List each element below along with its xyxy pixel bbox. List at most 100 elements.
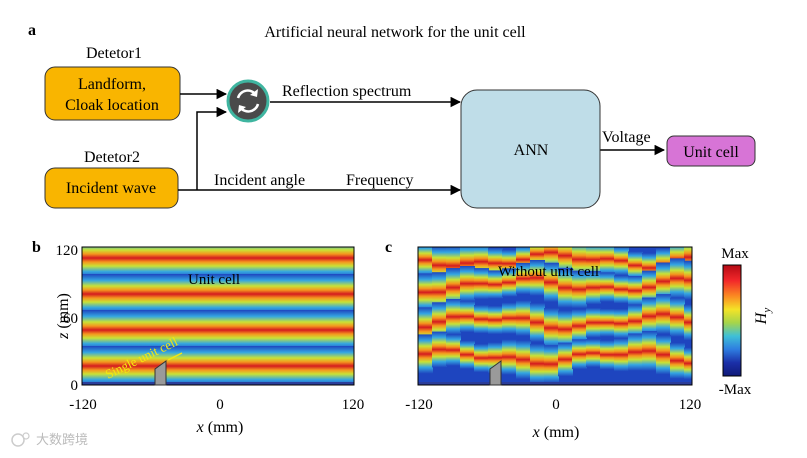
- panel-c-field-band: [418, 247, 433, 277]
- panel-c-field-band: [684, 304, 692, 341]
- panel-b-x-axis-label: x (mm): [196, 419, 244, 436]
- panel-c-field-band: [684, 260, 692, 300]
- panel-c-field-band: [530, 343, 545, 384]
- panel-c-field-band: [586, 339, 601, 368]
- detector1-label: Detetor1: [86, 45, 142, 62]
- panel-c-field-band: [446, 268, 461, 308]
- panel-c-field-band: [418, 334, 433, 374]
- panel-c-field-band: [474, 268, 489, 300]
- ann-box: [460, 89, 601, 209]
- panel-c-field-band: [446, 334, 461, 366]
- panel-c-field-band: [502, 268, 517, 297]
- panel-b-x-tick-120: 120: [342, 397, 365, 413]
- panel-b-field-band: [82, 247, 354, 278]
- panel-c-x-axis-label: x (mm): [532, 424, 580, 441]
- panel-c-field-band: [670, 342, 685, 379]
- detector2-box: [44, 167, 179, 209]
- panel-c-field-band: [530, 302, 545, 342]
- panel-c-field-band: [446, 299, 461, 335]
- watermark: 大数跨境: [36, 432, 88, 447]
- panel-c-field-band: [656, 294, 671, 334]
- panel-c-field-band: [600, 272, 615, 302]
- panel-c-field-band: [572, 270, 587, 309]
- panel-a-title: Artificial neural network for the unit c…: [264, 24, 526, 41]
- panel-c-field-band: [516, 262, 531, 295]
- colorbar-max-label: Max: [721, 246, 749, 262]
- z-tick-0: 0: [71, 378, 79, 394]
- panel-c-field-band: [558, 310, 573, 349]
- panel-c-field-band: [502, 339, 517, 375]
- panel-c-field-band: [600, 308, 615, 337]
- panel-c-field-band: [586, 307, 601, 338]
- colorbar-field-label: Hy: [753, 308, 773, 326]
- panel-c-field-band: [642, 297, 657, 336]
- panel-b-field-annotation: Unit cell: [188, 272, 240, 288]
- detector2-label: Detetor2: [84, 149, 140, 166]
- panel-c-field-band: [628, 275, 643, 306]
- colorbar: [722, 264, 742, 377]
- watermark-logo-icon: [11, 432, 30, 447]
- detector1-line1: Landform,: [78, 76, 146, 93]
- panel-b-label: b: [32, 239, 41, 256]
- panel-b-x-tick-0: 0: [216, 397, 224, 413]
- unit-cell-box: [666, 135, 756, 167]
- panel-c-x-tick-0: 0: [552, 397, 560, 413]
- panel-c-field-band: [432, 302, 447, 342]
- frequency-label: Frequency: [346, 172, 414, 189]
- refresh-cycle-icon: [226, 79, 270, 123]
- panel-c-field-band: [614, 338, 629, 372]
- panel-c-x-tick-120: 120: [679, 397, 702, 413]
- panel-c-field-band: [586, 247, 601, 279]
- panel-c-frame: [417, 246, 693, 386]
- single-unit-cell-shape: [154, 360, 167, 386]
- single-unit-cell-pointer: [167, 352, 183, 361]
- panel-c-field-band: [516, 300, 531, 336]
- panel-c-field-band: [544, 308, 559, 348]
- panel-c-field-band: [460, 266, 475, 302]
- panel-c-field-band: [418, 273, 433, 312]
- panel-b-field-plot: [82, 247, 354, 385]
- panel-c-field-band: [628, 333, 643, 371]
- panel-c-field-band: [432, 272, 447, 313]
- panel-b-field-band: [82, 346, 354, 385]
- panel-c-field-band: [488, 270, 503, 299]
- panel-c-field-band: [502, 302, 517, 334]
- ann-label: ANN: [514, 142, 549, 159]
- panel-c-field-band: [684, 347, 692, 380]
- detector2-text: Incident wave: [66, 180, 156, 197]
- panel-c-field-plot: [418, 247, 692, 385]
- panel-c-field-band: [516, 340, 531, 380]
- z-axis-label: z (mm): [55, 293, 72, 340]
- panel-c-field-band: [474, 305, 489, 334]
- panel-c-field-band: [530, 259, 545, 296]
- panel-b-x-tick-neg120: -120: [69, 397, 97, 413]
- panel-c-x-tick-neg120: -120: [405, 397, 433, 413]
- panel-c-field-band: [642, 331, 657, 371]
- panel-b-field-band: [82, 274, 354, 314]
- reflection-spectrum-label: Reflection spectrum: [282, 83, 412, 100]
- incident-angle-label: Incident angle: [214, 172, 305, 189]
- panel-c-field-band: [474, 343, 489, 373]
- panel-c-field-band: [614, 275, 629, 304]
- detector1-line2: Cloak location: [65, 97, 159, 114]
- panel-c-field-band: [558, 267, 573, 308]
- panel-c-field-annotation: Without unit cell: [498, 264, 599, 280]
- panel-c-field-band: [558, 342, 573, 377]
- panel-c-field-band: [614, 308, 629, 339]
- panel-c-field-band: [460, 340, 475, 369]
- panel-c-field-band: [488, 305, 503, 335]
- panel-c-field-band: [656, 335, 671, 375]
- panel-c-field-band: [670, 297, 685, 337]
- panel-c-field-band: [600, 340, 615, 370]
- panel-c-field-band: [460, 300, 475, 333]
- unit-cell-label: Unit cell: [683, 144, 739, 161]
- z-tick-120: 120: [56, 243, 79, 259]
- panel-b-frame: [81, 246, 355, 386]
- arrow-branch-to-cycle: [196, 106, 228, 190]
- panel-c-field-band: [670, 258, 685, 299]
- panel-c-field-band: [628, 304, 643, 338]
- panel-c-unit-cell-shape: [489, 360, 502, 386]
- colorbar-min-label: -Max: [719, 382, 752, 398]
- panel-c-field-band: [544, 345, 559, 384]
